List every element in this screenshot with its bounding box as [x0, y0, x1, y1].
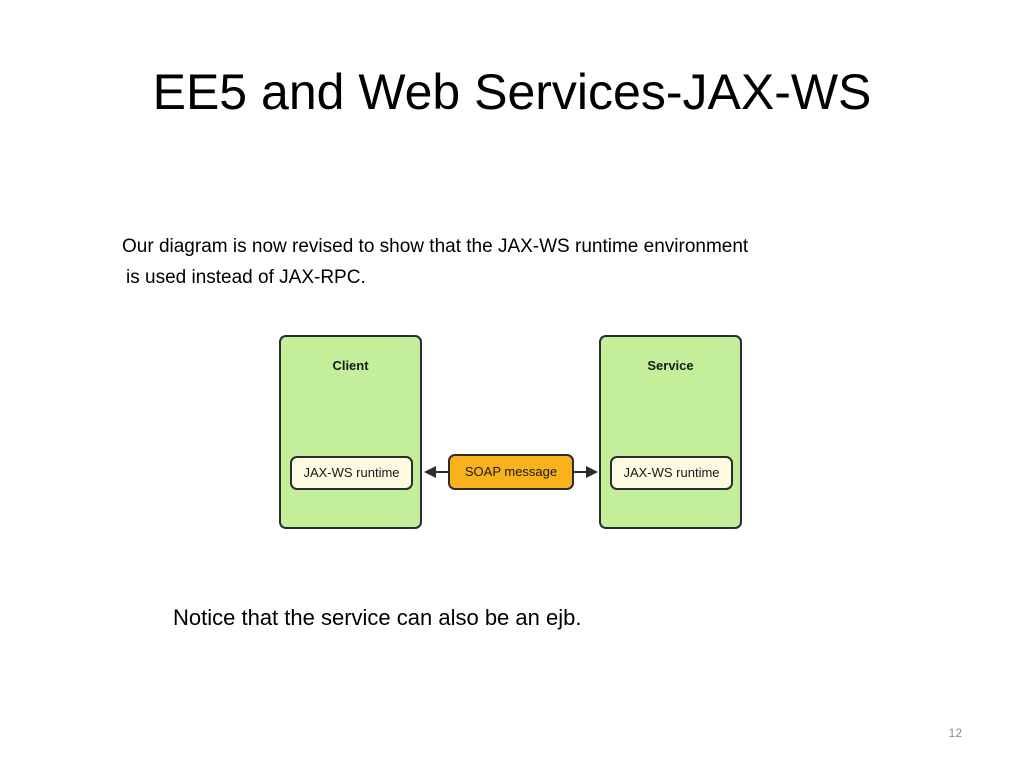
connector-arrows — [424, 466, 598, 478]
slide-title: EE5 and Web Services-JAX-WS — [152, 64, 872, 120]
left-arrow — [424, 466, 448, 478]
jax-ws-diagram: Client JAX-WS runtime Service JAX-WS run… — [270, 326, 760, 540]
intro-text: Our diagram is now revised to show that … — [122, 231, 922, 293]
intro-line-1: Our diagram is now revised to show that … — [122, 236, 749, 257]
right-arrow — [574, 466, 598, 478]
client-title: Client — [332, 358, 369, 373]
notice-text: Notice that the service can also be an e… — [173, 605, 582, 630]
client-box: Client JAX-WS runtime — [279, 335, 422, 529]
page-number: 12 — [948, 726, 962, 740]
service-box: Service JAX-WS runtime — [599, 335, 742, 529]
intro-line-2: is used instead of JAX-RPC. — [126, 267, 366, 288]
service-title: Service — [647, 358, 694, 373]
client-runtime-box: JAX-WS runtime — [290, 456, 413, 490]
soap-message-box: SOAP message — [448, 454, 574, 490]
service-runtime-box: JAX-WS runtime — [610, 456, 733, 490]
